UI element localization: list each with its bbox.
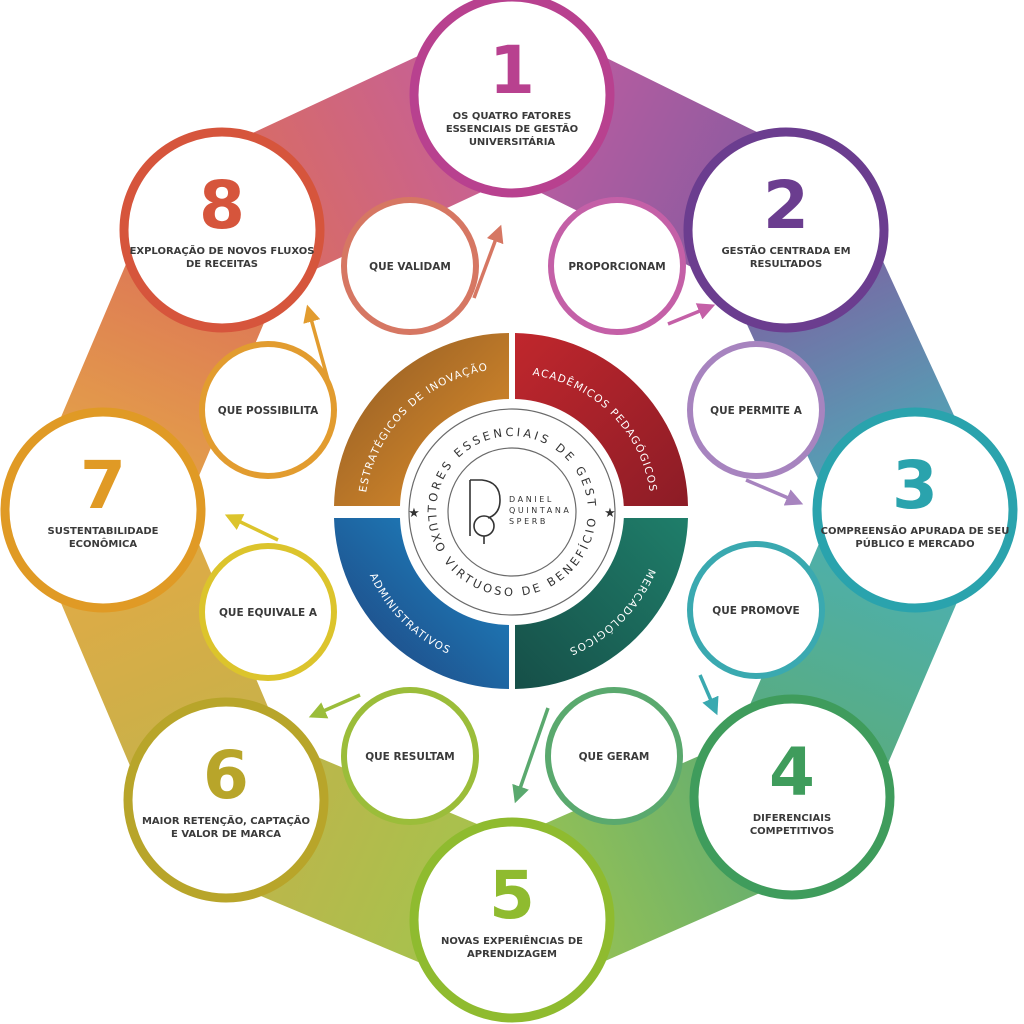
connector-circle — [341, 687, 479, 825]
logo-name-line-3: SPERB — [509, 517, 548, 526]
quadrant-administrativos — [334, 518, 509, 689]
connector-circle — [341, 197, 479, 335]
flow-arrow — [308, 693, 361, 719]
stage-circle — [409, 0, 615, 198]
connector-label: QUE GERAM — [579, 751, 650, 763]
connector-bubble: QUE EQUIVALE A — [199, 543, 337, 681]
flow-arrow — [224, 514, 279, 542]
connector-label: QUE EQUIVALE A — [219, 607, 318, 619]
stage-label-line: UNIVERSITÁRIA — [469, 135, 556, 148]
stage-label-line: RESULTADOS — [750, 259, 822, 270]
connector-label: QUE PROMOVE — [712, 605, 799, 617]
stage-circle — [683, 127, 889, 333]
connector-bubble: QUE PERMITE A — [687, 341, 825, 479]
connector-label: QUE RESULTAM — [365, 751, 455, 763]
stage-circle — [409, 817, 615, 1023]
stage-circle — [119, 127, 325, 333]
connector-label: QUE VALIDAM — [369, 261, 451, 273]
connector-label: QUE PERMITE A — [710, 405, 803, 417]
stage-label-line: EXPLORAÇÃO DE NOVOS FLUXOS — [130, 244, 315, 257]
center-ring-inner — [447, 447, 577, 577]
stage-circle — [0, 407, 206, 613]
stage-number: 8 — [199, 167, 245, 244]
flow-arrow — [512, 707, 550, 804]
quadrant-academicos — [515, 333, 688, 506]
stage-number: 1 — [489, 32, 535, 109]
flow-arrow — [698, 674, 719, 716]
stage-circle — [812, 407, 1018, 613]
stage-label-line: E VALOR DE MARCA — [171, 829, 281, 840]
star-icon: ★ — [604, 505, 616, 520]
stage-label-line: ECONÔMICA — [69, 537, 138, 550]
stage-number: 5 — [489, 857, 535, 934]
connector-bubble: QUE POSSIBILITA — [199, 341, 337, 479]
stage-label-line: MAIOR RETENÇÃO, CAPTAÇÃO — [142, 814, 310, 827]
connector-bubble: QUE RESULTAM — [341, 687, 479, 825]
connector-bubble: QUE GERAM — [545, 687, 683, 825]
stage-circle — [123, 697, 329, 903]
logo-name-line-2: QUINTANA — [509, 506, 572, 515]
stage-number: 7 — [80, 447, 126, 524]
quadrant-estrategicos — [334, 333, 509, 506]
connector-circle — [199, 543, 337, 681]
connector-circle — [548, 197, 686, 335]
flow-arrow — [472, 224, 504, 299]
stage-label-line: DE RECEITAS — [186, 259, 258, 270]
flow-arrow — [745, 478, 804, 506]
quadrant-mercadologicos — [515, 518, 688, 689]
stage-circle — [689, 694, 895, 900]
stage-number: 6 — [203, 737, 249, 814]
stage-number: 3 — [892, 447, 938, 524]
stage-number: 4 — [769, 734, 815, 811]
stage-label-line: SUSTENTABILIDADE — [48, 526, 159, 537]
stage-label-line: APRENDIZAGEM — [467, 949, 557, 960]
flow-arrow — [303, 304, 330, 381]
stage-label-line: DIFERENCIAIS — [753, 813, 831, 824]
star-icon: ★ — [408, 505, 420, 520]
flow-arrows — [224, 224, 804, 804]
stage-label-line: GESTÃO CENTRADA EM — [721, 244, 850, 257]
logo-mark-icon — [469, 479, 501, 544]
logo-name-line-1: DANIEL — [509, 495, 554, 504]
connector-bubble: QUE PROMOVE — [687, 541, 825, 679]
connector-label: PROPORCIONAM — [568, 261, 665, 273]
connector-bubble: PROPORCIONAM — [548, 197, 686, 335]
center-ring-outer — [408, 408, 616, 616]
connector-circle — [545, 687, 683, 825]
connector-circle — [199, 341, 337, 479]
connector-circle — [687, 541, 825, 679]
connector-bubble: QUE VALIDAM — [341, 197, 479, 335]
connector-label: QUE POSSIBILITA — [218, 405, 319, 417]
stage-label-line: COMPREENSÃO APURADA DE SEU — [821, 524, 1010, 537]
center-disc — [400, 400, 624, 624]
stage-label-line: PÚBLICO E MERCADO — [855, 537, 974, 550]
stage-number: 2 — [763, 167, 809, 244]
stage-label-line: NOVAS EXPERIÊNCIAS DE — [441, 934, 583, 947]
connector-bubbles: PROPORCIONAM QUE PERMITE A QUE PROMOVE QUE … — [199, 197, 825, 825]
stage-label-line: ESSENCIAIS DE GESTÃO — [446, 122, 578, 135]
connector-circle — [687, 341, 825, 479]
stage-label-line: COMPETITIVOS — [750, 826, 834, 837]
stage-label-line: OS QUATRO FATORES — [453, 111, 572, 122]
flow-arrow — [667, 303, 716, 326]
